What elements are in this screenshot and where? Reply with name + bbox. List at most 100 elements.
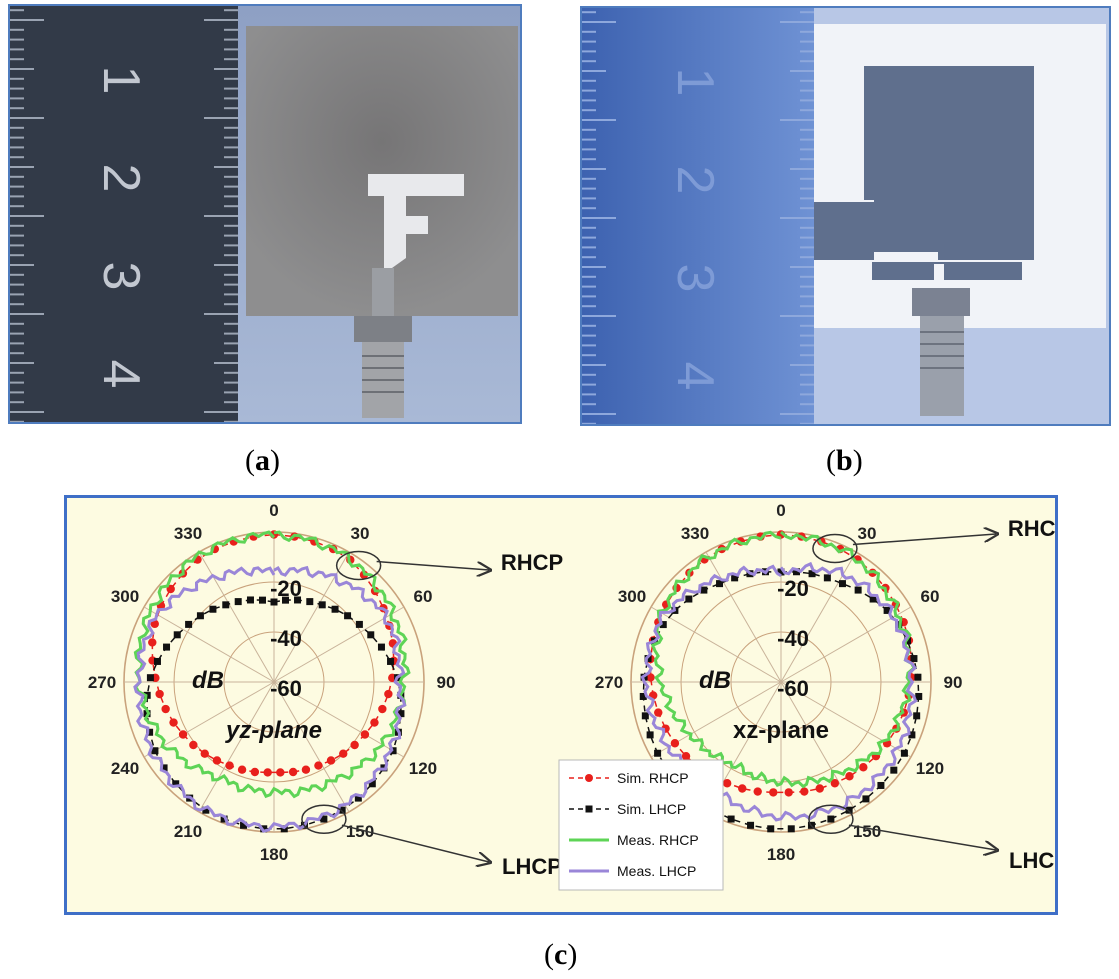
ruler-number: 1 bbox=[666, 68, 724, 97]
data-point bbox=[318, 601, 326, 609]
data-point bbox=[288, 767, 298, 777]
data-point bbox=[202, 806, 210, 814]
radial-label: -60 bbox=[270, 676, 302, 701]
data-point bbox=[727, 815, 735, 823]
data-point bbox=[845, 806, 853, 814]
annotation-ellipse bbox=[301, 804, 347, 834]
polar-spoke bbox=[780, 606, 912, 683]
data-point bbox=[355, 620, 363, 628]
data-point bbox=[367, 631, 375, 639]
data-point bbox=[172, 780, 180, 788]
annotation-ellipse bbox=[812, 533, 858, 564]
ruler-number: 2 bbox=[666, 166, 724, 195]
data-point bbox=[900, 749, 908, 757]
data-point bbox=[869, 595, 877, 603]
radial-label: -20 bbox=[777, 576, 809, 601]
data-point bbox=[654, 708, 663, 717]
data-point bbox=[354, 794, 362, 802]
data-point bbox=[185, 620, 193, 628]
ruler-a bbox=[10, 6, 238, 422]
radial-label: -20 bbox=[270, 576, 302, 601]
data-point bbox=[282, 596, 290, 604]
data-point bbox=[189, 740, 198, 750]
legend-marker bbox=[585, 774, 593, 782]
ruler-b bbox=[582, 8, 814, 424]
data-point bbox=[716, 580, 724, 588]
angle-label: 120 bbox=[409, 759, 437, 778]
polar-spoke bbox=[705, 551, 782, 683]
annotation-arrow bbox=[848, 824, 996, 850]
data-point bbox=[639, 692, 647, 700]
data-point bbox=[360, 730, 370, 739]
data-point bbox=[700, 586, 708, 594]
data-point bbox=[209, 605, 217, 613]
photo-b: 12345 bbox=[580, 6, 1111, 426]
angle-label: 330 bbox=[681, 524, 709, 543]
data-point bbox=[338, 806, 346, 814]
ruler-number: 1 bbox=[92, 66, 150, 95]
ruler-number: 4 bbox=[666, 362, 724, 391]
unit-label: dB bbox=[192, 667, 224, 694]
data-point bbox=[331, 605, 339, 613]
annotation-ellipse bbox=[808, 804, 854, 834]
data-point bbox=[220, 815, 228, 823]
data-point bbox=[670, 739, 680, 748]
series-line-meas-lhcp bbox=[133, 565, 407, 833]
polar-spoke bbox=[143, 681, 275, 758]
data-point bbox=[378, 704, 387, 714]
unit-label: dB bbox=[699, 667, 731, 694]
data-point bbox=[263, 768, 272, 777]
angle-label: 180 bbox=[260, 845, 288, 864]
plane-label: xz-plane bbox=[733, 717, 829, 744]
antenna-board-a bbox=[246, 26, 518, 316]
annotation-arrow bbox=[376, 560, 489, 570]
angle-label: 300 bbox=[111, 587, 139, 606]
data-point bbox=[823, 574, 831, 582]
legend-marker bbox=[585, 805, 593, 813]
data-point bbox=[914, 673, 922, 681]
data-point bbox=[225, 761, 234, 770]
data-point bbox=[883, 606, 891, 614]
data-point bbox=[294, 596, 302, 604]
radial-label: -40 bbox=[270, 626, 302, 651]
data-point bbox=[240, 821, 248, 829]
annotation-label: RHCP bbox=[501, 550, 563, 575]
angle-label: 210 bbox=[174, 822, 202, 841]
data-point bbox=[151, 747, 159, 755]
data-point bbox=[270, 598, 278, 606]
data-point bbox=[314, 761, 323, 770]
data-point bbox=[350, 740, 359, 750]
data-point bbox=[830, 779, 840, 788]
data-point bbox=[784, 788, 793, 797]
angle-label: 330 bbox=[174, 524, 202, 543]
polar-spoke bbox=[198, 681, 275, 813]
data-point bbox=[222, 601, 230, 609]
data-point bbox=[787, 825, 795, 833]
data-point bbox=[731, 574, 739, 582]
angle-label: 30 bbox=[858, 524, 877, 543]
data-point bbox=[250, 767, 260, 777]
annotation-ellipse bbox=[335, 550, 382, 581]
data-point bbox=[200, 749, 209, 758]
legend-label: Sim. LHCP bbox=[617, 801, 686, 817]
data-point bbox=[306, 598, 314, 606]
data-point bbox=[146, 674, 154, 682]
data-point bbox=[913, 712, 921, 720]
legend-label: Meas. LHCP bbox=[617, 863, 696, 879]
plane-label: yz-plane bbox=[225, 717, 322, 744]
data-point bbox=[146, 728, 154, 736]
data-point bbox=[908, 731, 916, 739]
data-point bbox=[160, 764, 168, 772]
caption-c: (c) bbox=[544, 938, 578, 971]
polar-spoke bbox=[273, 606, 405, 683]
data-point bbox=[859, 763, 868, 772]
data-point bbox=[258, 596, 266, 604]
series-line-sim-rhcp bbox=[649, 533, 913, 794]
data-point bbox=[808, 570, 816, 578]
data-point bbox=[890, 766, 898, 774]
legend-box bbox=[558, 759, 724, 891]
photo-a-image: 12345 bbox=[10, 6, 520, 422]
data-point bbox=[344, 612, 352, 620]
data-point bbox=[910, 655, 918, 663]
